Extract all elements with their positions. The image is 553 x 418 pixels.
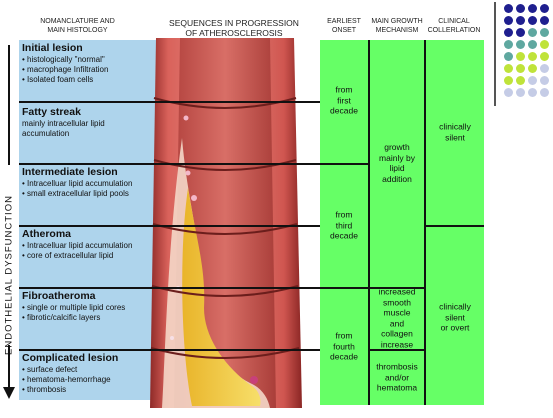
- decorative-dot: [528, 4, 537, 13]
- decorative-dot: [540, 4, 549, 13]
- header-mechanism: MAIN GROWTH MECHANISM: [371, 18, 423, 34]
- decorative-dot: [516, 52, 525, 61]
- stage-title-intermediate: Intermediate lesion: [22, 166, 118, 178]
- column-divider: [368, 40, 370, 405]
- decorative-dot: [504, 4, 513, 13]
- decorative-dot: [528, 76, 537, 85]
- stage-body-complicated: • surface defect • hematoma-hemorrhage •…: [22, 365, 111, 394]
- stage-body-atheroma: • Intracelluar lipid accumulation • core…: [22, 241, 133, 260]
- onset-third: from third decade: [330, 209, 358, 241]
- correlation-overt: clinically silent or overt: [439, 301, 471, 333]
- row-divider: [19, 287, 320, 289]
- decorative-dot: [540, 16, 549, 25]
- dot-grid-divider: [494, 2, 496, 106]
- decorative-dot: [504, 28, 513, 37]
- decorative-dot: [504, 76, 513, 85]
- stage-title-fatty: Fatty streak: [22, 106, 81, 118]
- decorative-dot: [504, 64, 513, 73]
- header-sequences: SEQUENCES IN PROGRESSION OF ATHEROSCLERO…: [169, 18, 299, 38]
- decorative-dot: [540, 76, 549, 85]
- decorative-dot: [516, 64, 525, 73]
- correlation-column: [426, 40, 484, 405]
- decorative-dot: [528, 52, 537, 61]
- header-correlation: CLINICAL COLLERLATION: [427, 18, 481, 34]
- mechanism-lipid: growth mainly by lipid addition: [379, 142, 415, 184]
- row-divider: [19, 101, 320, 103]
- stage-title-atheroma: Atheroma: [22, 228, 72, 240]
- decorative-dot: [528, 64, 537, 73]
- decorative-dot: [528, 40, 537, 49]
- decorative-dot: [528, 16, 537, 25]
- mechanism-muscle: increased smooth muscle and collagen inc…: [378, 286, 416, 350]
- decorative-dot: [540, 52, 549, 61]
- histology-panel: [19, 40, 164, 400]
- stage-title-initial: Initial lesion: [22, 42, 83, 54]
- stage-body-fibroatheroma: • single or multiple lipid cores • fibro…: [22, 303, 126, 322]
- correlation-divider: [426, 225, 484, 227]
- artery-illustration: [150, 38, 302, 408]
- decorative-dot: [528, 28, 537, 37]
- mechanism-divider: [370, 287, 424, 289]
- mechanism-divider: [370, 349, 424, 351]
- onset-first: from first decade: [330, 84, 358, 116]
- stage-body-intermediate: • Intracelluar lipid accumulation • smal…: [22, 179, 133, 198]
- decorative-dot: [504, 88, 513, 97]
- stage-body-fatty: mainly intracellular lipid accumulation: [22, 119, 105, 138]
- stage-body-initial: • histologically "normal" • macrophage I…: [22, 55, 109, 84]
- decorative-dot: [540, 88, 549, 97]
- decorative-dot-grid: [494, 2, 553, 106]
- decorative-dot: [516, 4, 525, 13]
- decorative-dot: [516, 76, 525, 85]
- decorative-dot: [504, 16, 513, 25]
- down-arrow-icon: [3, 45, 15, 399]
- header-onset: EARLIEST ONSET: [327, 18, 361, 34]
- decorative-dot: [516, 88, 525, 97]
- header-histology: NOMANCLATURE AND MAIN HISTOLOGY: [40, 18, 115, 34]
- mechanism-column: [370, 40, 424, 405]
- decorative-dot: [540, 64, 549, 73]
- decorative-dot: [540, 28, 549, 37]
- stage-title-complicated: Complicated lesion: [22, 352, 119, 364]
- correlation-silent: clinically silent: [439, 121, 471, 143]
- decorative-dot: [528, 88, 537, 97]
- side-label: ENDOTHELIAL DYSFUNCTION: [3, 195, 15, 355]
- onset-column: [320, 40, 368, 405]
- row-divider: [19, 225, 320, 227]
- decorative-dot: [516, 16, 525, 25]
- onset-fourth: from fourth decade: [330, 330, 358, 362]
- row-divider: [19, 349, 320, 351]
- endothelial-dysfunction-sidebar: ENDOTHELIAL DYSFUNCTION: [1, 45, 17, 400]
- stage-title-fibroatheroma: Fibroatheroma: [22, 290, 96, 302]
- decorative-dot: [504, 40, 513, 49]
- decorative-dot: [516, 40, 525, 49]
- decorative-dot: [516, 28, 525, 37]
- decorative-dot: [504, 52, 513, 61]
- onset-divider: [320, 163, 368, 165]
- mechanism-thrombosis: thrombosis and/or hematoma: [376, 361, 418, 393]
- column-divider: [424, 40, 426, 405]
- row-divider: [19, 163, 320, 165]
- onset-divider: [320, 287, 368, 289]
- decorative-dot: [540, 40, 549, 49]
